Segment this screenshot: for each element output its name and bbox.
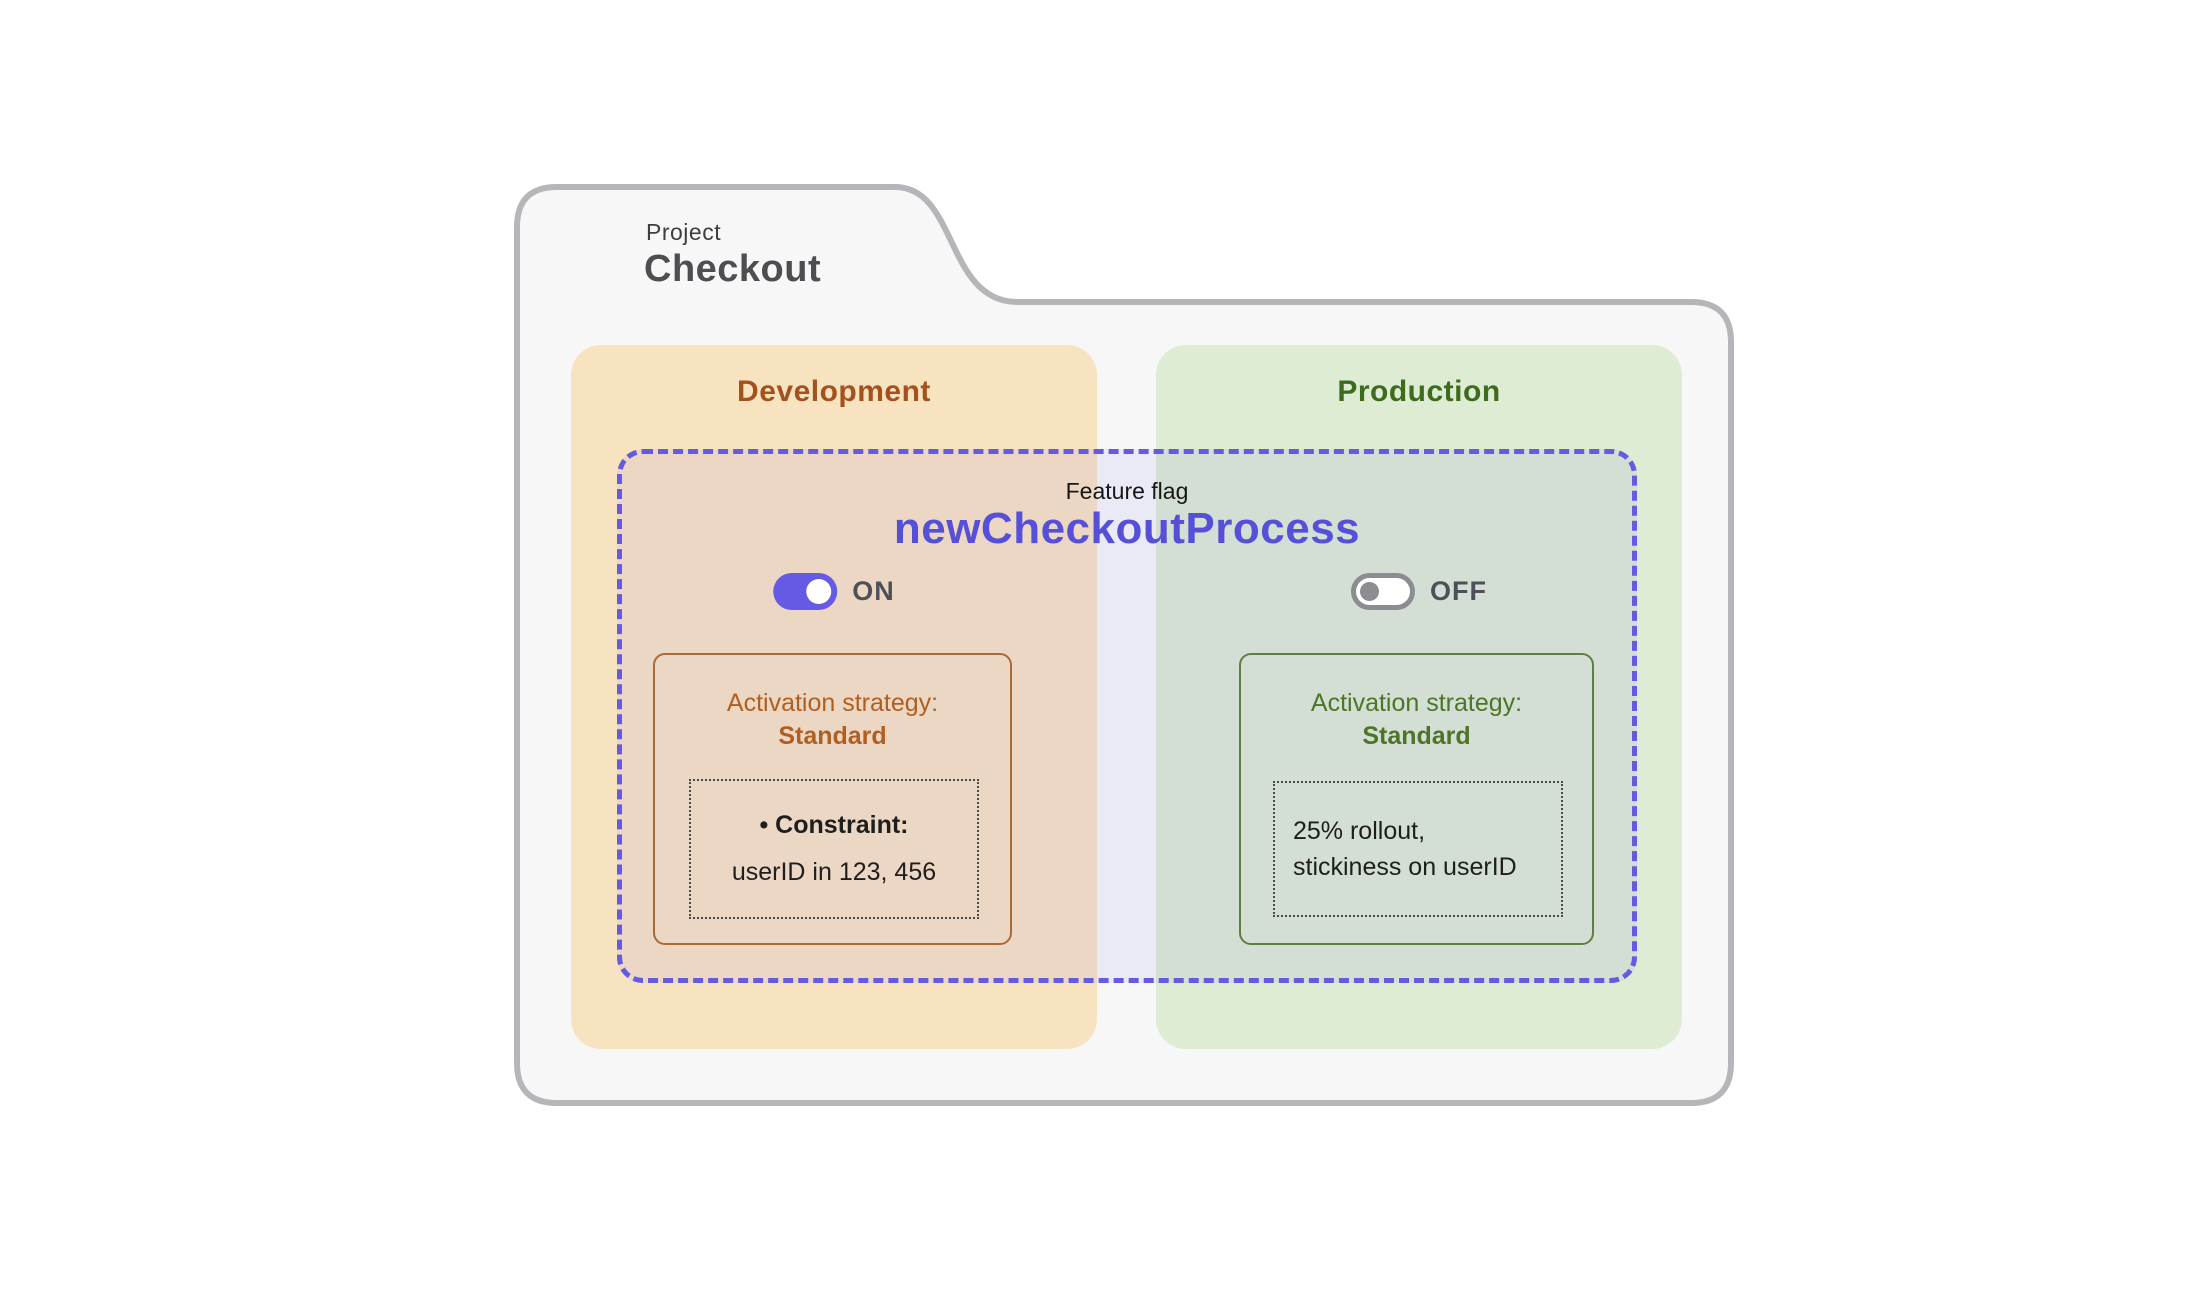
environment-production-column: Production bbox=[1156, 345, 1682, 1049]
production-rollout-box: 25% rollout, stickiness on userID bbox=[1273, 781, 1563, 917]
development-strategy-card: Activation strategy: Standard • Constrai… bbox=[653, 653, 1012, 945]
production-rollout-line-2: stickiness on userID bbox=[1293, 852, 1517, 881]
development-toggle-state: ON bbox=[852, 576, 895, 606]
environment-development-title: Development bbox=[737, 375, 931, 408]
development-constraint-value: userID in 123, 456 bbox=[731, 858, 937, 886]
development-constraint-box: • Constraint: userID in 123, 456 bbox=[689, 779, 979, 919]
development-toggle[interactable] bbox=[773, 573, 838, 610]
toggle-knob-icon bbox=[1360, 582, 1379, 601]
production-strategy-type: Standard bbox=[1362, 722, 1471, 750]
development-strategy-type: Standard bbox=[778, 722, 887, 750]
production-strategy-label: Activation strategy: bbox=[1310, 689, 1523, 717]
production-strategy-card: Activation strategy: Standard 25% rollou… bbox=[1239, 653, 1594, 945]
toggle-knob-icon bbox=[806, 579, 832, 604]
feature-flag-name: newCheckoutProcess bbox=[893, 504, 1361, 553]
development-constraint-title: • Constraint: bbox=[759, 811, 909, 839]
development-strategy-label: Activation strategy: bbox=[726, 689, 939, 717]
project-label: Project bbox=[646, 219, 722, 245]
environment-development-column: Development bbox=[571, 345, 1097, 1049]
feature-flag-boundary bbox=[617, 449, 1637, 983]
production-rollout-line-1: 25% rollout, bbox=[1293, 816, 1426, 845]
development-toggle-row: ON bbox=[773, 573, 895, 610]
production-toggle[interactable] bbox=[1351, 573, 1415, 610]
feature-flag-label: Feature flag bbox=[1065, 478, 1189, 504]
environment-production-title: Production bbox=[1337, 375, 1501, 408]
project-name: Checkout bbox=[644, 248, 822, 290]
production-toggle-row: OFF bbox=[1351, 573, 1487, 610]
production-toggle-state: OFF bbox=[1430, 576, 1487, 606]
